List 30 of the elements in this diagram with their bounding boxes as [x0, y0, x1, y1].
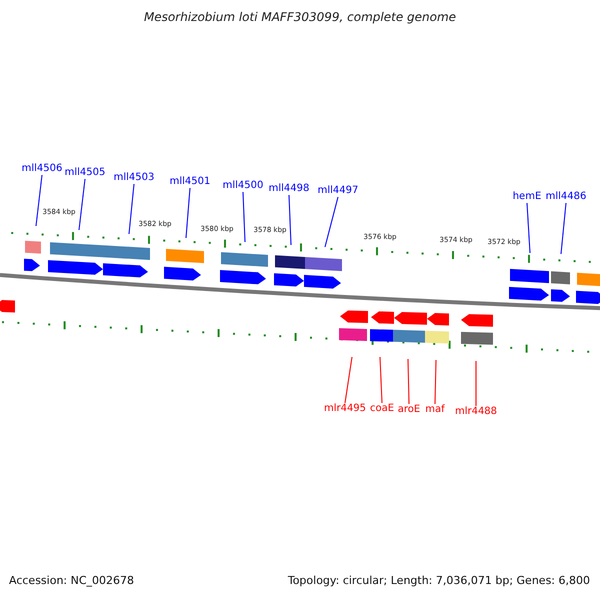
gene-label: mll4497 [318, 185, 358, 197]
leader-line [78, 178, 86, 230]
gene-label: mll4501 [170, 176, 210, 188]
gene-label: mll4505 [64, 167, 106, 179]
leader-line [526, 202, 530, 254]
gene-label: mlr4488 [454, 406, 498, 418]
gene-label: maf [425, 404, 445, 416]
gene-label: mlr4495 [324, 403, 366, 415]
leader-line [324, 196, 338, 248]
gene-label: mll4506 [22, 163, 62, 175]
leader-line [560, 202, 566, 254]
leader-line [288, 194, 292, 246]
gene-label: mll4486 [546, 191, 586, 203]
leader-line [434, 360, 436, 404]
gene-label: mll4498 [268, 183, 310, 195]
gene-label: coaE [370, 403, 394, 415]
gene-label: mll4503 [114, 172, 154, 184]
leader-line [344, 356, 352, 404]
genome-summary-note: Topology: circular; Length: 7,036,071 bp; Genes: 6,800 [288, 574, 590, 588]
gene-label: hemE [512, 191, 542, 203]
title: Mesorhizobium loti MAFF303099, complete genome [144, 10, 456, 24]
leader-line [128, 184, 134, 234]
leader-line [408, 358, 410, 404]
leader-line [380, 356, 382, 404]
gene-label: mll4500 [222, 180, 264, 192]
leader-line [242, 192, 246, 242]
accession-note: Accession: NC_002678 [9, 574, 134, 588]
leader-line [36, 174, 42, 226]
leader-line [186, 188, 190, 238]
gene-label: aroE [398, 404, 420, 416]
